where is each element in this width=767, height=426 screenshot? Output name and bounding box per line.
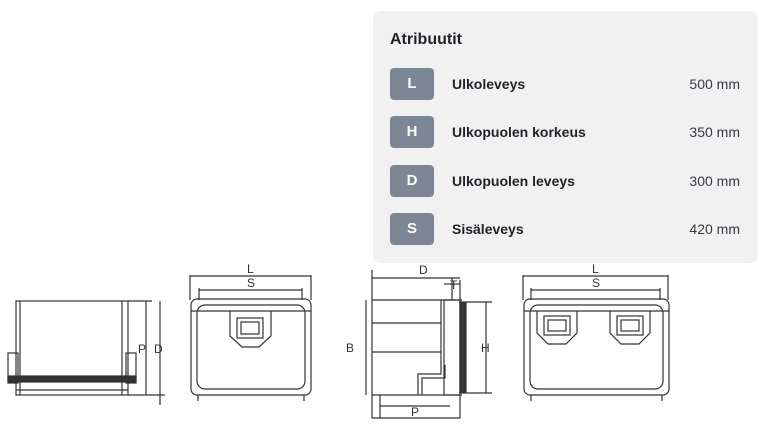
attribute-value: 500 mm (689, 76, 740, 92)
side-view-drawing (7, 300, 165, 405)
attribute-label: Ulkopuolen leveys (452, 173, 575, 189)
attribute-value: 420 mm (689, 221, 740, 237)
attribute-value: 350 mm (689, 124, 740, 140)
attribute-badge: D (390, 165, 434, 197)
attribute-badge: H (390, 116, 434, 148)
attribute-row-height: H Ulkopuolen korkeus 350 mm (390, 116, 740, 148)
attributes-title: Atribuutit (390, 31, 462, 48)
side-view-label-d: D (154, 342, 163, 356)
attribute-label: Ulkopuolen korkeus (452, 124, 586, 140)
front-double-label-s: S (592, 276, 600, 290)
section-label-t: T (450, 278, 458, 292)
attribute-row-depth: D Ulkopuolen leveys 300 mm (390, 165, 740, 197)
front-view-single-lock-drawing (189, 275, 312, 401)
cross-section-drawing (365, 270, 492, 419)
section-label-b: B (346, 341, 354, 355)
attribute-label: Sisäleveys (452, 221, 524, 237)
section-label-p: P (411, 405, 419, 419)
attribute-badge: L (390, 68, 434, 100)
section-label-h: H (481, 341, 490, 355)
attribute-row-inner-width: S Sisäleveys 420 mm (390, 213, 740, 245)
section-label-d: D (419, 263, 428, 277)
attribute-badge: S (390, 213, 434, 245)
attribute-value: 300 mm (689, 173, 740, 189)
front-double-label-l: L (592, 262, 599, 276)
attributes-panel: Atribuutit L Ulkoleveys 500 mm H Ulkopuo… (373, 11, 758, 263)
side-view-label-p: P (138, 342, 146, 356)
front-view-double-lock-drawing (522, 275, 670, 401)
attribute-row-width: L Ulkoleveys 500 mm (390, 68, 740, 100)
attribute-label: Ulkoleveys (452, 76, 526, 92)
front-single-label-l: L (247, 262, 254, 276)
front-single-label-s: S (247, 276, 255, 290)
